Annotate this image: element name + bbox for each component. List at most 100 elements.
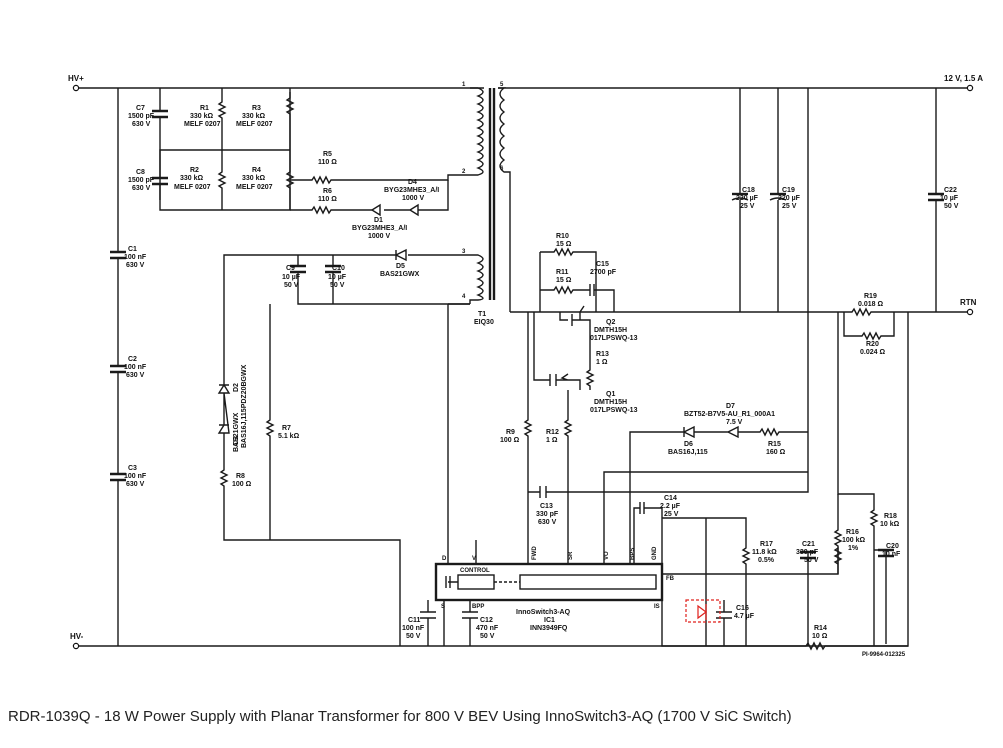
c10-rating: 50 V (330, 282, 345, 289)
r7-ref: R7 (282, 425, 291, 432)
r12-value: 1 Ω (546, 437, 558, 444)
r10-ref: R10 (556, 233, 569, 240)
c8-value: 1500 pF (128, 177, 155, 184)
c22-ref: C22 (944, 187, 957, 194)
r20-ref: R20 (866, 341, 879, 348)
c2-rating: 630 V (126, 372, 145, 379)
c19-value: 220 µF (778, 195, 801, 202)
q2-part: DMTH15H (594, 327, 627, 334)
c12-value: 470 nF (476, 625, 499, 632)
t1-pin5: 5 (500, 82, 504, 88)
c3-value: 100 nF (124, 473, 147, 480)
c1-rating: 630 V (126, 262, 145, 269)
d7-part: BZT52-B7V5-AU_R1_000A1 (684, 411, 775, 418)
input-cap-string (110, 88, 126, 646)
schematic-diagram: HV+ 12 V, 1.5 A HV- RTN C1 100 nF 630 V … (68, 74, 983, 658)
r7-value: 5.1 kΩ (278, 433, 300, 440)
c7-value: 1500 pF (128, 113, 155, 120)
c14-rating: 25 V (664, 511, 679, 518)
c9-value: 10 µF (282, 274, 301, 281)
tvs-placeholder (685, 599, 721, 623)
c10-value: 10 µF (328, 274, 347, 281)
r12-ref: R12 (546, 429, 559, 436)
c8-ref: C8 (136, 169, 145, 176)
ic1-pin-v: V (472, 556, 476, 562)
ic1-package (434, 562, 664, 602)
r18-ref: R18 (884, 513, 897, 520)
r8-value: 100 Ω (232, 481, 252, 488)
c14-ref: C14 (664, 495, 677, 502)
ic1-pin-gnd: GND (652, 546, 658, 560)
c7-ref: C7 (136, 105, 145, 112)
r9-value: 100 Ω (500, 437, 520, 444)
r3-value: 330 kΩ (242, 113, 266, 120)
c22-value: 10 µF (940, 195, 959, 202)
ic1-ref: IC1 (544, 617, 555, 624)
ic1-pin-bps: BPS (630, 548, 636, 560)
d6-ref: D6 (684, 441, 693, 448)
sync-rectifier (523, 88, 809, 564)
d2-ref: D2 (233, 383, 240, 392)
ic1-part: INN3949FQ (530, 625, 568, 632)
bias-network (217, 248, 470, 646)
r18-value: 10 kΩ (880, 521, 900, 528)
clamp-network (152, 88, 470, 217)
c18-rating: 25 V (740, 203, 755, 210)
r4-package: MELF 0207 (236, 184, 273, 191)
r10-value: 15 Ω (556, 241, 572, 248)
c2-ref: C2 (128, 356, 137, 363)
r6-ref: R6 (323, 188, 332, 195)
r6-value: 110 Ω (318, 196, 337, 203)
r11-value: 15 Ω (556, 277, 572, 284)
ic1-pin-vo: VO (604, 551, 610, 560)
c2-value: 100 nF (124, 364, 147, 371)
r1-value: 330 kΩ (190, 113, 214, 120)
ic1-name: InnoSwitch3-AQ (516, 609, 571, 616)
c3-ref: C3 (128, 465, 137, 472)
d1-part: BYG23MHE3_A/I (352, 225, 407, 232)
ic1-pin-bpp: BPP (472, 604, 484, 610)
t1-pin6: 6 (500, 166, 504, 172)
d3-ref: D3 (233, 436, 240, 445)
c9-rating: 50 V (284, 282, 299, 289)
c7-rating: 630 V (132, 121, 151, 128)
c11-value: 100 nF (402, 625, 425, 632)
hv-plus-label: HV+ (68, 74, 84, 83)
c1-value: 100 nF (124, 254, 147, 261)
d6-part: BAS16J,115 (668, 449, 708, 456)
c15-value: 2700 pF (590, 269, 617, 276)
r19-value: 0.018 Ω (858, 301, 883, 308)
drawing-number: PI-9964-012325 (862, 652, 906, 658)
r8-ref: R8 (236, 473, 245, 480)
ic1-pin-d: D (442, 556, 447, 562)
r5-value: 110 Ω (318, 159, 337, 166)
figure-caption: RDR-1039Q - 18 W Power Supply with Plana… (8, 708, 792, 725)
hv-plus-rail (72, 84, 974, 92)
d5-part: BAS21GWX (380, 271, 420, 278)
c9-ref: C9 (286, 265, 295, 272)
c8-rating: 630 V (132, 185, 151, 192)
d4-rating: 1000 V (402, 195, 425, 202)
feedback-network (603, 312, 909, 651)
t1-pin4: 4 (462, 294, 466, 300)
c13-value: 330 pF (536, 511, 559, 518)
r14-value: 10 Ω (812, 633, 828, 640)
d2-part: BAS21GWX (233, 412, 240, 452)
c21-ref: C21 (802, 541, 815, 548)
c18-value: 220 µF (736, 195, 759, 202)
r19-ref: R19 (864, 293, 877, 300)
rtn-rail (510, 308, 974, 316)
c12-ref: C12 (480, 617, 493, 624)
t1-pin3: 3 (462, 249, 466, 255)
d1-ref: D1 (374, 217, 383, 224)
r16-value: 100 kΩ (842, 537, 866, 544)
transformer-t1 (469, 87, 511, 312)
c10-ref: C10 (332, 265, 345, 272)
d4-ref: D4 (408, 179, 417, 186)
t1-core: EIQ30 (474, 319, 494, 326)
r1-package: MELF 0207 (184, 121, 221, 128)
r1-ref: R1 (200, 105, 209, 112)
c21-value: 330 pF (796, 549, 819, 556)
t1-pin1: 1 (462, 82, 466, 88)
output-voltage-label: 12 V, 1.5 A (944, 74, 983, 83)
